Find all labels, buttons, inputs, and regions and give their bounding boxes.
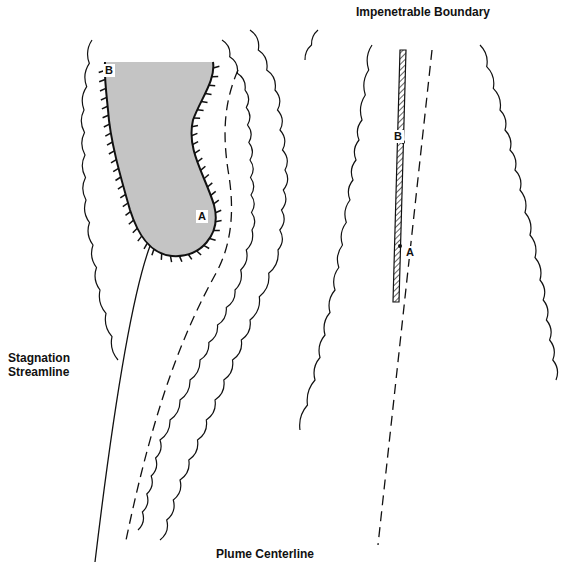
boundary-tick	[188, 254, 192, 259]
boundary-tick	[152, 249, 154, 255]
boundary-tick	[105, 133, 111, 136]
boundary-tick	[197, 109, 203, 111]
boundary-tick	[120, 194, 125, 198]
boundary-tick	[100, 88, 106, 91]
centerline-label: Plume Centerline	[216, 548, 314, 562]
boundary-tick	[109, 151, 114, 154]
boundary-tick	[212, 76, 218, 78]
boundary-tick	[201, 101, 207, 103]
boundary-tick	[103, 115, 109, 118]
boundary-tick	[205, 93, 211, 95]
streamline-label: Stagnation Streamline	[8, 352, 90, 380]
boundary-tick	[107, 142, 113, 145]
point-label: A	[196, 210, 208, 223]
boundary-tick	[194, 117, 200, 119]
boundary-tick	[208, 183, 213, 187]
boundary-tick	[123, 203, 128, 207]
boundary-tick	[193, 142, 199, 145]
boundary-tick	[192, 125, 198, 126]
point-marker	[398, 244, 402, 248]
boundary-tick	[104, 124, 110, 127]
boundary-tick	[144, 243, 147, 249]
boundary-tick	[197, 158, 202, 162]
boundary-tick	[133, 228, 138, 233]
boundary-tick	[129, 220, 134, 224]
boundary-tick	[214, 200, 219, 204]
boundary-tick	[215, 220, 221, 221]
stagnation-streamline	[95, 246, 150, 562]
boundary-tick	[204, 245, 210, 248]
boundary-tick	[99, 80, 105, 82]
figure-title: Impenetrable Boundary	[356, 6, 490, 20]
point-label: B	[103, 64, 115, 77]
boundary-tick	[118, 186, 123, 190]
plume-centerline	[378, 50, 432, 545]
boundary-tick	[214, 230, 220, 232]
boundary-tick	[170, 256, 171, 262]
boundary-tick	[195, 150, 200, 154]
plume-outline	[480, 45, 558, 380]
plume-outline	[160, 30, 288, 540]
plume-outline	[138, 40, 255, 530]
plume-outline	[81, 40, 118, 360]
boundary-tick	[161, 254, 163, 260]
plume-outline	[305, 30, 318, 60]
boundary-tick	[215, 210, 221, 213]
boundary-tick	[126, 212, 131, 216]
point-label: B	[392, 130, 404, 143]
boundary-tick	[102, 106, 108, 109]
boundary-tick	[192, 133, 198, 135]
boundary-tick	[213, 66, 219, 68]
boundary-tick	[101, 97, 107, 100]
boundary-tick	[111, 160, 116, 163]
plume-centerline	[125, 70, 238, 545]
point-label: A	[404, 246, 416, 259]
impenetrable-boundary	[393, 50, 406, 302]
boundary-tick	[210, 239, 216, 241]
boundary-tick	[179, 256, 182, 262]
boundary-tick	[204, 175, 209, 179]
obstacle-outline	[105, 62, 216, 256]
boundary-tick	[138, 236, 142, 241]
boundary-tick	[197, 251, 202, 255]
boundary-tick	[116, 177, 121, 181]
boundary-tick	[211, 191, 216, 195]
obstacle-region	[105, 62, 216, 256]
plume-outline	[300, 45, 372, 430]
boundary-tick	[113, 168, 118, 171]
boundary-tick	[209, 85, 215, 87]
boundary-tick	[201, 166, 206, 170]
